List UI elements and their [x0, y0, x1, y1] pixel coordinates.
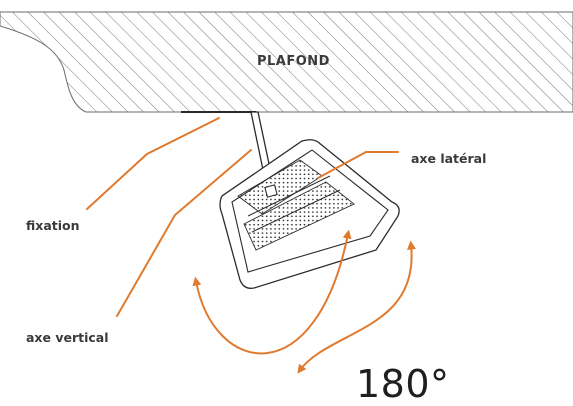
leader-line-fixation	[86, 117, 220, 210]
luminaire-fixture	[219, 139, 400, 289]
leader-line-lateral-axis	[317, 151, 399, 179]
rotation-arrow-lateral	[297, 240, 416, 374]
ceiling	[0, 11, 573, 113]
lateral-axis-label: axe latéral	[411, 151, 487, 166]
ceiling-label: PLAFOND	[257, 54, 330, 69]
rod-joint	[264, 184, 278, 198]
fixation-label: fixation	[26, 218, 80, 233]
rotation-arrows	[192, 229, 416, 374]
rotation-angle-label: 180°	[356, 362, 450, 406]
leader-line-vertical-axis	[116, 149, 252, 317]
leader-lines	[86, 117, 399, 317]
luminaire-center-ridge	[247, 175, 341, 233]
vertical-axis-label: axe vertical	[26, 330, 109, 345]
ceiling-hatched-area	[0, 11, 573, 113]
